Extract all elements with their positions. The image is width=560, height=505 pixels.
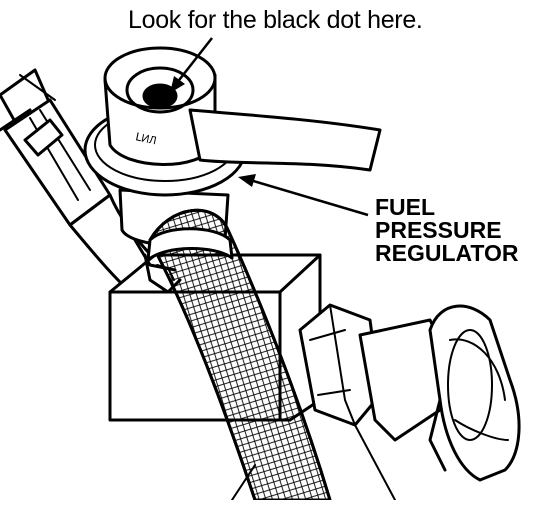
braided-return-hose [148, 208, 332, 502]
hose-clamp [143, 227, 234, 294]
part-label-line-1: FUEL [375, 194, 436, 220]
regulator-marking: ԼИЛ [134, 131, 157, 147]
label-leader-arrow [238, 174, 369, 217]
callout-arrow [170, 37, 213, 93]
cable-line [231, 464, 256, 501]
cable-line [354, 424, 396, 501]
pulsation-damper-knob [428, 304, 521, 482]
vacuum-hose [188, 108, 382, 172]
callout-caption: Look for the black dot here. [128, 6, 423, 34]
black-dot-marker [142, 83, 178, 109]
part-label-line-3: REGULATOR [375, 240, 519, 266]
part-label-line-2: PRESSURE [375, 217, 502, 243]
regulator-cap [103, 46, 217, 166]
